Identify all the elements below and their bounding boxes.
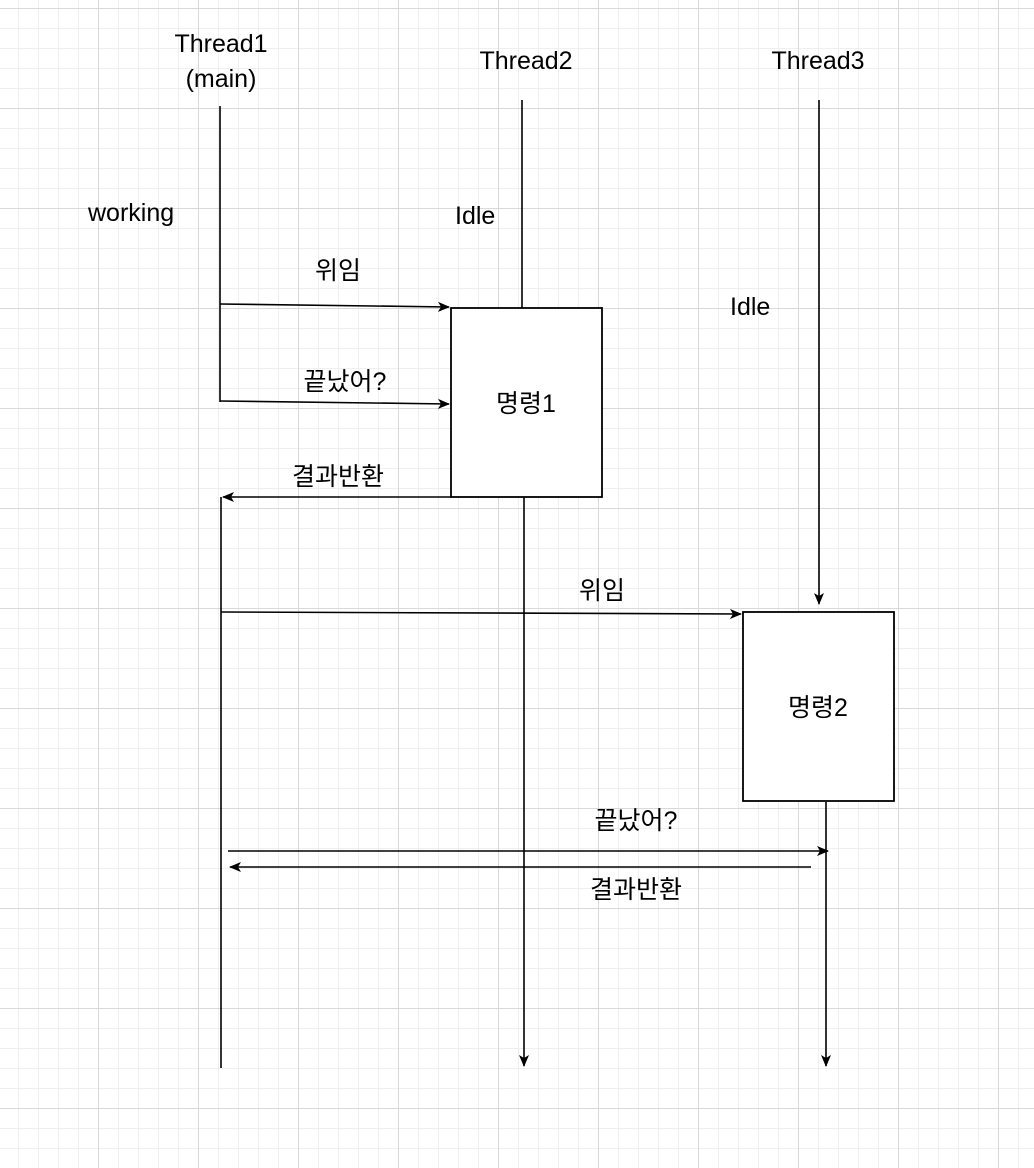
thread1-subtitle: (main) bbox=[186, 65, 257, 93]
delegate2-arrow bbox=[220, 608, 742, 619]
delegate2-label: 위임 bbox=[579, 577, 625, 605]
delegate1-label: 위임 bbox=[315, 257, 361, 285]
delegate1-arrow bbox=[219, 301, 450, 312]
check1-arrow bbox=[219, 398, 450, 409]
return2-label: 결과반환 bbox=[590, 876, 682, 904]
thread1-title: Thread1 bbox=[174, 30, 267, 58]
task1-box bbox=[450, 307, 603, 498]
thread2-state-label: Idle bbox=[455, 202, 495, 230]
return1-label: 결과반환 bbox=[292, 463, 384, 491]
task2-label: 명령2 bbox=[788, 694, 848, 722]
thread2-title: Thread2 bbox=[479, 47, 572, 75]
thread1-state-label: working bbox=[87, 199, 174, 227]
check2-label: 끝났어? bbox=[595, 807, 678, 835]
task1-label: 명령1 bbox=[496, 390, 556, 418]
check1-label: 끝났어? bbox=[304, 368, 387, 396]
thread3-title: Thread3 bbox=[771, 47, 864, 75]
thread3-state-label: Idle bbox=[730, 293, 770, 321]
task2-box bbox=[742, 611, 895, 802]
